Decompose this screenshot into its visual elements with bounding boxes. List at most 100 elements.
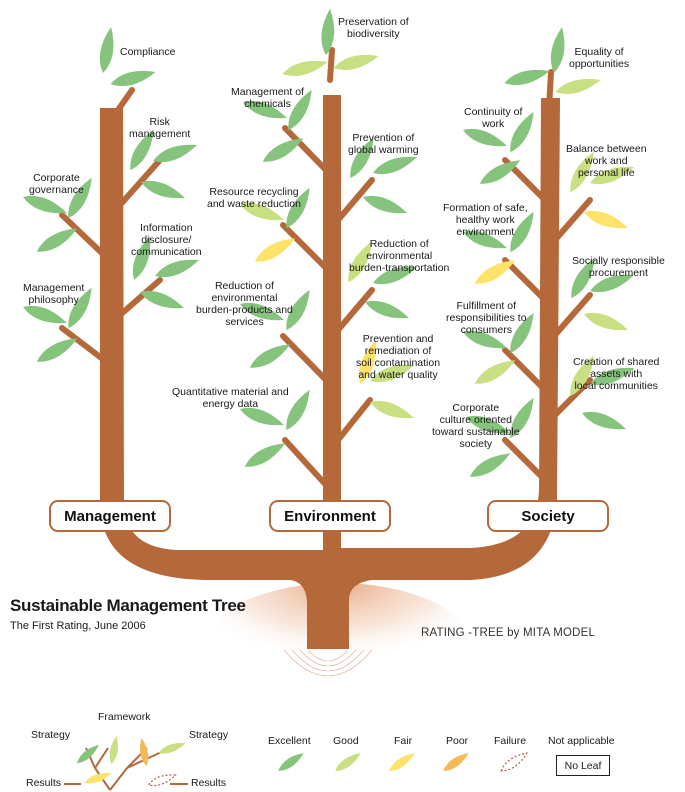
leaf <box>333 54 379 71</box>
label-burden-products: Reduction of environmental burden-produc… <box>196 280 293 328</box>
leaf <box>463 230 507 249</box>
label-management-philosophy: Management philosophy <box>23 282 85 306</box>
leaf <box>469 453 511 477</box>
leaf <box>141 180 185 199</box>
label-biodiversity: Preservation of biodiversity <box>338 16 409 40</box>
label-equality: Equality of opportunities <box>569 46 630 70</box>
leaf <box>321 8 335 56</box>
label-chemicals: Management of chemicals <box>231 86 304 110</box>
leaf <box>363 195 407 214</box>
label-global-warming: Prevention of global warming <box>348 132 419 156</box>
root-rings <box>283 649 373 677</box>
leaf <box>571 257 595 299</box>
leaf <box>240 202 284 221</box>
leaf <box>463 330 507 349</box>
trunk <box>100 95 560 649</box>
leaf <box>282 60 328 77</box>
label-consumer-responsibility: Fulfillment of responsibilities to consu… <box>446 300 527 336</box>
legend-not-applicable-label: Not applicable <box>548 735 615 747</box>
label-resource-recycling: Resource recycling and waste reduction <box>207 186 301 210</box>
legend-framework-label: Framework <box>98 711 151 723</box>
legend-poor-label: Poor <box>446 735 469 747</box>
leaf <box>110 70 156 87</box>
leaf <box>244 443 286 467</box>
leaf <box>140 290 184 309</box>
legend-strategy-right-label: Strategy <box>189 729 229 741</box>
legend-fair-label: Fair <box>394 735 413 747</box>
leaf <box>510 397 534 439</box>
leaf <box>584 210 628 229</box>
leaf <box>373 266 417 285</box>
leaf <box>373 156 417 175</box>
legend-no-leaf-box: No Leaf <box>556 755 610 776</box>
leaf <box>570 355 594 397</box>
label-corporate-governance: Corporate governance <box>29 172 84 196</box>
branches <box>59 47 593 488</box>
leaf <box>262 138 304 162</box>
legend-good-label: Good <box>333 735 359 747</box>
legend-leaf-framework-left <box>109 735 118 765</box>
leaf <box>570 151 594 193</box>
leaf <box>286 187 310 229</box>
leaf <box>286 289 310 331</box>
leaf <box>550 26 565 74</box>
leaf <box>463 128 507 147</box>
leaf <box>153 144 197 163</box>
leaf <box>504 69 550 86</box>
legend-leaf-excellent <box>278 753 304 771</box>
legend-leaf-good <box>335 753 361 771</box>
legend-leaf-poor <box>443 753 469 771</box>
legend-leaf-results-right <box>147 774 177 787</box>
legend-leaf-framework-right <box>140 737 149 767</box>
legend-leaves <box>77 735 528 787</box>
leaf <box>348 241 372 283</box>
leaf <box>474 360 516 384</box>
leaf <box>365 300 409 319</box>
leaf <box>474 260 516 284</box>
leaf <box>23 195 67 214</box>
leaf <box>555 78 601 95</box>
leaf <box>254 238 296 262</box>
leaf <box>510 312 534 354</box>
branch-society-box: Society <box>487 500 609 532</box>
leaf <box>582 411 626 430</box>
leaf <box>249 344 291 368</box>
leaf <box>99 26 114 74</box>
branch-management-box: Management <box>49 500 171 532</box>
label-quantitative-data: Quantitative material and energy data <box>172 386 289 410</box>
leaf <box>23 305 67 324</box>
leaf <box>466 415 510 434</box>
leaf <box>240 302 284 321</box>
leaf <box>510 111 534 153</box>
chart-title: Sustainable Management Tree <box>10 596 246 615</box>
leaf <box>590 166 634 185</box>
leaves <box>23 8 634 477</box>
legend-leaf-strategy-right <box>158 742 186 754</box>
label-risk-management: Risk management <box>129 116 191 140</box>
model-label: RATING -TREE by MITA MODEL <box>421 627 596 639</box>
leaf <box>590 274 634 293</box>
leaf <box>36 228 78 252</box>
legend-leaf-fair <box>389 753 415 771</box>
leaf <box>68 177 92 219</box>
legend-leaf-results-left <box>84 772 112 784</box>
leaf <box>36 338 78 362</box>
leaf <box>243 100 287 119</box>
leaf <box>479 160 521 184</box>
leaf <box>286 389 310 431</box>
label-compliance: Compliance <box>120 46 176 58</box>
legend-results-left-label: Results <box>26 777 62 789</box>
legend-excellent-label: Excellent <box>268 735 311 747</box>
leaf <box>130 129 154 171</box>
label-responsible-procurement: Socially responsible procurement <box>572 255 665 279</box>
label-continuity-work: Continuity of work <box>464 106 523 130</box>
legend-leaf-failure <box>500 752 528 772</box>
branch-environment-box: Environment <box>269 500 391 532</box>
label-corporate-culture: Corporate culture oriented toward sustai… <box>432 402 520 450</box>
leaf <box>358 340 377 384</box>
leaf <box>584 312 628 331</box>
label-soil-contamination: Prevention and remediation of soil conta… <box>356 333 441 381</box>
legend-failure-label: Failure <box>494 735 527 747</box>
leaf <box>590 367 634 386</box>
